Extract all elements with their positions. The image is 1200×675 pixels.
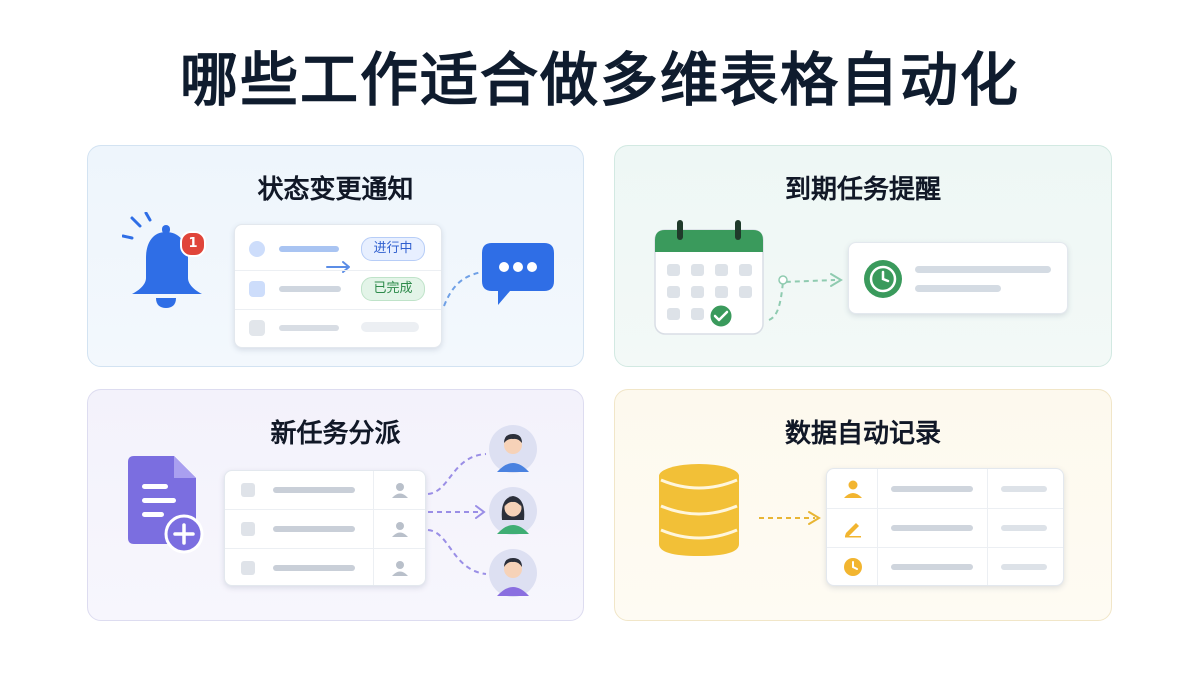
row-checkbox bbox=[241, 561, 255, 575]
row-checkbox bbox=[241, 522, 255, 536]
status-table: 进行中 已完成 bbox=[234, 224, 442, 348]
row-line bbox=[891, 486, 973, 492]
row-line bbox=[1001, 564, 1047, 570]
avatar-icon bbox=[489, 549, 537, 597]
card-due-reminder: 到期任务提醒 bbox=[614, 145, 1112, 367]
row-divider bbox=[827, 508, 1063, 509]
row-line bbox=[273, 526, 355, 532]
row-checkbox bbox=[249, 320, 265, 336]
card-task-assign: 新任务分派 bbox=[87, 389, 584, 621]
status-badge-in-progress: 进行中 bbox=[361, 237, 425, 261]
row-line bbox=[1001, 525, 1047, 531]
row-line bbox=[279, 286, 341, 292]
user-icon bbox=[392, 522, 408, 537]
record-table bbox=[826, 468, 1064, 586]
row-divider bbox=[827, 547, 1063, 548]
arrow-right-icon bbox=[326, 261, 350, 273]
card-title: 数据自动记录 bbox=[784, 419, 941, 449]
card-auto-record: 数据自动记录 bbox=[614, 389, 1112, 621]
card-title: 状态变更通知 bbox=[257, 175, 414, 205]
user-icon bbox=[392, 483, 408, 498]
row-line bbox=[279, 246, 339, 252]
row-line bbox=[273, 487, 355, 493]
document-add-icon bbox=[128, 456, 204, 554]
chat-bubble-icon bbox=[482, 243, 554, 305]
status-dot bbox=[249, 241, 265, 257]
column-divider bbox=[373, 471, 374, 585]
page-title: 哪些工作适合做多维表格自动化 bbox=[179, 46, 1020, 114]
row-line bbox=[891, 564, 973, 570]
card-status-change: 状态变更通知 1 进行中 已完成 bbox=[87, 145, 584, 367]
clock-icon bbox=[844, 558, 862, 576]
assign-connectors bbox=[427, 453, 487, 575]
row-line bbox=[1001, 486, 1047, 492]
row-line bbox=[273, 565, 355, 571]
connector-line bbox=[443, 271, 483, 307]
avatar-icon bbox=[489, 487, 537, 535]
avatar-icon bbox=[489, 425, 537, 473]
row-line bbox=[891, 525, 973, 531]
status-badge-done: 已完成 bbox=[361, 277, 425, 301]
row-checkbox bbox=[249, 281, 265, 297]
card-title: 到期任务提醒 bbox=[784, 175, 941, 205]
notification-count-badge: 1 bbox=[180, 231, 206, 257]
row-line bbox=[279, 325, 339, 331]
database-icon bbox=[659, 464, 739, 556]
row-divider bbox=[225, 509, 425, 510]
reminder-line bbox=[915, 266, 1051, 273]
column-divider bbox=[987, 469, 988, 585]
row-divider bbox=[225, 548, 425, 549]
bell-icon bbox=[122, 212, 202, 308]
row-checkbox bbox=[241, 483, 255, 497]
card-title: 新任务分派 bbox=[270, 419, 401, 449]
reminder-card bbox=[848, 242, 1068, 314]
reminder-line bbox=[915, 285, 1001, 292]
column-divider bbox=[877, 469, 878, 585]
calendar-icon bbox=[654, 220, 764, 335]
connector-arrow bbox=[759, 511, 821, 525]
row-divider bbox=[235, 270, 441, 271]
pencil-icon bbox=[845, 523, 861, 538]
connector-arrow bbox=[768, 273, 843, 321]
user-icon bbox=[844, 480, 862, 498]
row-divider bbox=[235, 309, 441, 310]
user-icon bbox=[392, 561, 408, 576]
clock-icon bbox=[864, 260, 902, 298]
row-line bbox=[361, 322, 419, 332]
assign-table bbox=[224, 470, 426, 586]
